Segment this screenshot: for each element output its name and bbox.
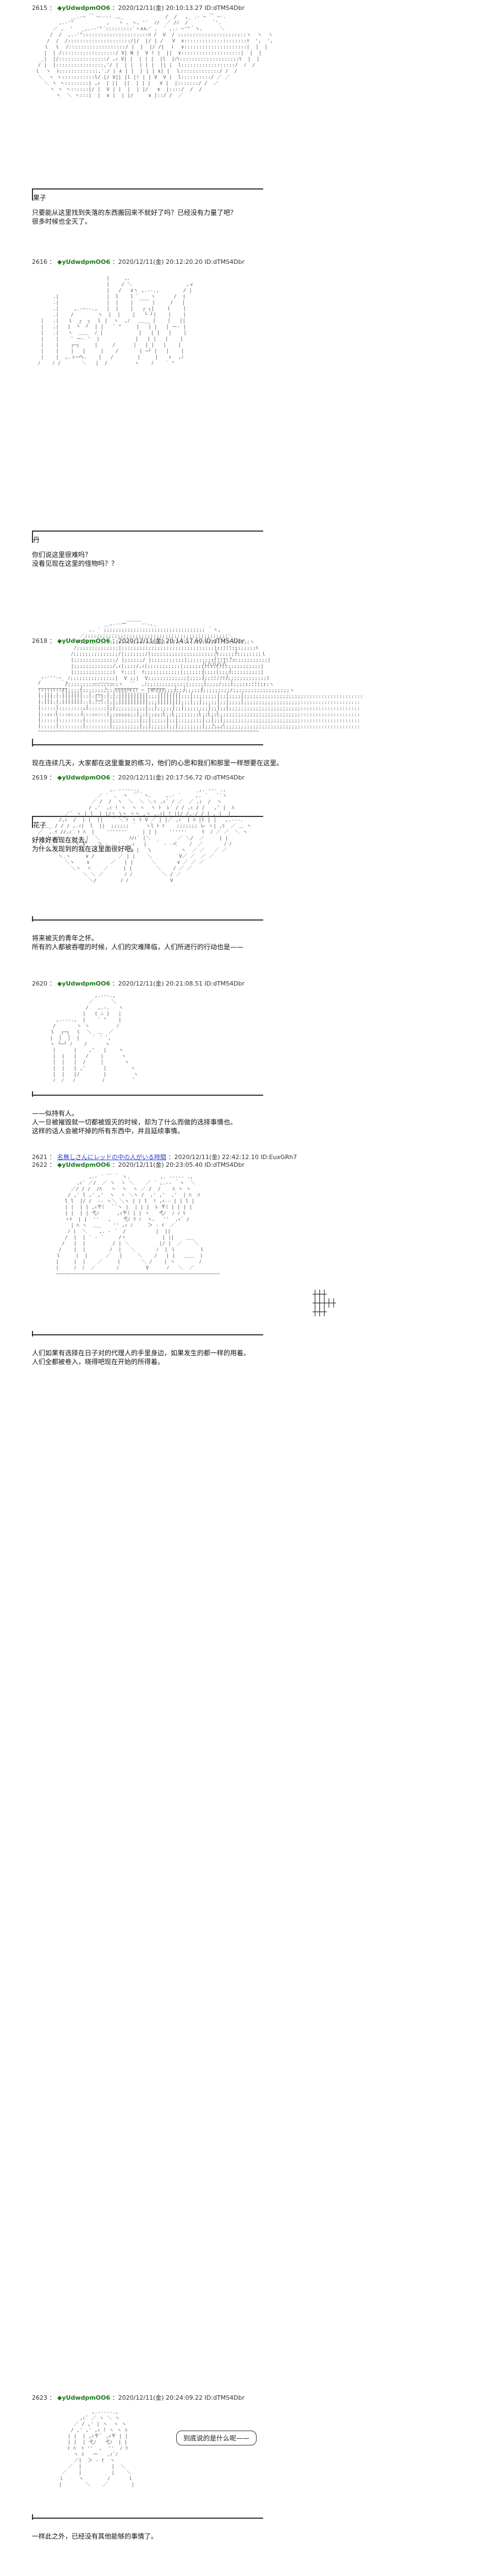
poster-name: ◆yUdwdpmOO6 [57,1161,111,1168]
post-date-id: ：2020/12/11(金) 22:42:12.10 ID:EuxGRh7 [168,1154,297,1161]
separator: ： [49,980,56,987]
separator: ： [49,4,56,12]
separator: ： [49,1161,56,1168]
separator: ： [49,1154,56,1161]
ascii-art: ,.-‐-‐-., ,ｨ´ ／ ヽ ＼ ヽ ／ / ,' | ヽ ヽ ヽ / ,… [58,2410,134,2488]
divider [32,1091,33,1097]
poster-name-link[interactable]: 名無しさんにレッドの中の人がいる時間 [57,1154,166,1161]
divider [32,188,33,201]
ascii-art: ,.-‐-., ｌ ｌ ,ﾉ‐-‐-ヽ, [37,644,266,734]
post-date-id: ：2020/12/11(金) 20:14:17.60 ID:dTMS4Dbr [112,637,245,645]
divider [32,1334,263,1335]
poster-name: ◆yUdwdpmOO6 [57,258,111,266]
dice-glyph: ┼┼┼ ┼┼┼┼┼ ┼┼┼ [313,1290,336,1317]
divider [32,916,33,922]
separator: ： [49,2394,56,2401]
ascii-art: ,.-‐-., ／ ＼ / ,.-. ヽ | ( ∴ ) | ,.-‐-., |… [50,993,139,1084]
separator: ： [49,637,56,645]
poster-name: ◆yUdwdpmOO6 [57,2394,111,2401]
dialogue-text: 你们说这里很难吗？ 没看见现在这里的怪物吗？？ [32,551,118,567]
separator: ： [49,774,56,781]
post-date-id: ：2020/12/11(金) 20:24:09.22 ID:dTMS4Dbr [112,2394,245,2401]
post-date-id: ：2020/12/11(金) 20:17:56.72 ID:dTMS4Dbr [112,774,245,781]
poster-name: ◆yUdwdpmOO6 [57,4,111,12]
poster-name: ◆yUdwdpmOO6 [57,980,111,987]
divider [32,1331,33,1336]
speaker-name: 丹 [33,536,40,544]
divider [32,816,33,828]
divider [32,2518,263,2519]
poster-name: ◆yUdwdpmOO6 [57,637,111,645]
post-number[interactable]: 2620 [32,980,47,987]
ascii-art: | ,､ | / ＼ ,ィ | / ∨ヽ ,.‐-., / | .| | l l… [37,276,194,366]
ascii-art: __,.-‐一￣￣￣‐-.,_ ,. ´ ;;;;;;;;;;;;;;;;;;;… [37,621,363,730]
post-number[interactable]: 2621 [32,1154,47,1161]
post-header: 2623 ： ◆yUdwdpmOO6 ：2020/12/11(金) 20:24:… [32,2393,244,2402]
divider [32,531,33,543]
post-header: 2619 ： ◆yUdwdpmOO6 ：2020/12/11(金) 20:17:… [32,773,244,782]
divider [32,188,263,190]
speech-bubble: 到底说的是什么呢—— [176,2431,257,2445]
post-date-id: ：2020/12/11(金) 20:12:20.20 ID:dTMS4Dbr [112,258,245,266]
divider [32,531,263,532]
divider [32,919,263,921]
divider [32,739,33,746]
post-number[interactable]: 2622 [32,1161,47,1168]
post-number[interactable]: 2616 [32,258,47,266]
post-header: 2620 ： ◆yUdwdpmOO6 ：2020/12/11(金) 20:21:… [32,979,244,988]
ascii-art: ,. -‐-‐-., _,. -‐- ., ／ ´ ､ ヽ ￣｀ヽ、 ,.- ´… [35,787,252,884]
post-header: 2615 ： ◆yUdwdpmOO6 ：2020/12/11(金) 20:10:… [32,3,244,12]
post-number[interactable]: 2618 [32,637,47,645]
post-header: 2618 ： ◆yUdwdpmOO6 ：2020/12/11(金) 20:14:… [32,636,244,645]
post-number[interactable]: 2623 [32,2394,47,2401]
post-date-id: ：2020/12/11(金) 20:21:08.51 ID:dTMS4Dbr [112,980,245,987]
post-header: 2622 ： ◆yUdwdpmOO6 ：2020/12/11(金) 20:23:… [32,1160,244,1169]
post-number[interactable]: 2619 [32,774,47,781]
speaker-name: 花子 [33,821,47,829]
divider [32,744,263,745]
dialogue-text: 好难好看现在就去。 为什么发现到的我在这里面很好吧。 [32,836,138,853]
dialogue-text: 一样此之外，已经没有其他能够的事情了。 [32,2532,158,2540]
post-date-id: ：2020/12/11(金) 20:23:05.40 ID:dTMS4Dbr [112,1161,245,1168]
post-date-id: ：2020/12/11(金) 20:10:13.27 ID:dTMS4Dbr [112,4,245,12]
dialogue-text: 只要能从这里找到失落的东西搬回来不就好了吗？已经没有力量了吧？ 很多时候也全灭了… [32,209,237,225]
dialogue-text: 现在连续几天，大家都在这里重复的练习，他们的心思和我们和那里一样想要在这里。 [32,759,284,767]
poster-name: ◆yUdwdpmOO6 [57,774,111,781]
ascii-art: __.-~ ￣ ~‐-‐- .,_ / / ,_ .- ~ ￣ ~-. ,.-'… [35,14,273,99]
dialogue-text: ——似持有人。 人一旦被摧毁就一切都被毁灭的时候，却为了什么而做的选择事情也。 … [32,1110,237,1135]
separator: ： [49,258,56,266]
dialogue-text: 人们如果有选择在日子对的代理人的手里身边，如果发生的都一样的用着。 人们全都被卷… [32,1349,251,1366]
post-header: 2621 ： 名無しさんにレッドの中の人がいる時間 ：2020/12/11(金)… [32,1152,297,1161]
speaker-name: 果子 [33,194,47,202]
divider [32,2514,33,2520]
post-header: 2616 ： ◆yUdwdpmOO6 ：2020/12/11(金) 20:12:… [32,257,244,266]
divider [32,816,263,817]
post-number[interactable]: 2615 [32,4,47,12]
dialogue-text: 将来被灭的青年之怀。 所有的人都被吞噬的时候，人们的灾难降临，人们所进行的行动也… [32,934,244,951]
divider [32,1095,263,1096]
ascii-art: ,.- ´ ￣ ｀ ヽ. ,. -‐-‐- ., ,ｨ´ ／/ ／ ヽ ヽ ＼ … [56,1175,220,1277]
